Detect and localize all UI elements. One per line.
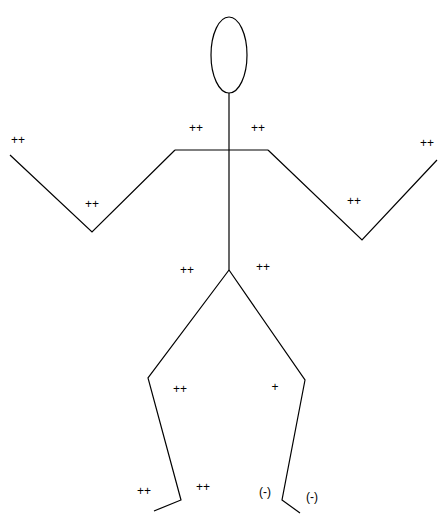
sign-label: ++ [346, 194, 362, 208]
left-arm [10, 150, 175, 232]
sign-label: ++ [84, 197, 100, 211]
shoulder-line [175, 149, 268, 150]
left-leg [148, 270, 229, 511]
sign-label: (-) [258, 485, 272, 499]
sign-label: ++ [136, 484, 152, 498]
body-line [228, 93, 229, 270]
sign-label: (-) [305, 490, 319, 504]
sign-label: + [270, 380, 279, 394]
sign-label: ++ [250, 121, 266, 135]
sign-label: ++ [188, 121, 204, 135]
head [211, 17, 247, 93]
sign-label: ++ [255, 260, 271, 274]
right-arm [268, 150, 437, 240]
sign-label: ++ [172, 382, 188, 396]
sign-label: ++ [10, 133, 26, 147]
sign-label: ++ [179, 263, 195, 277]
right-leg [229, 270, 305, 513]
sign-label: ++ [195, 480, 211, 494]
sign-label: ++ [419, 136, 435, 150]
